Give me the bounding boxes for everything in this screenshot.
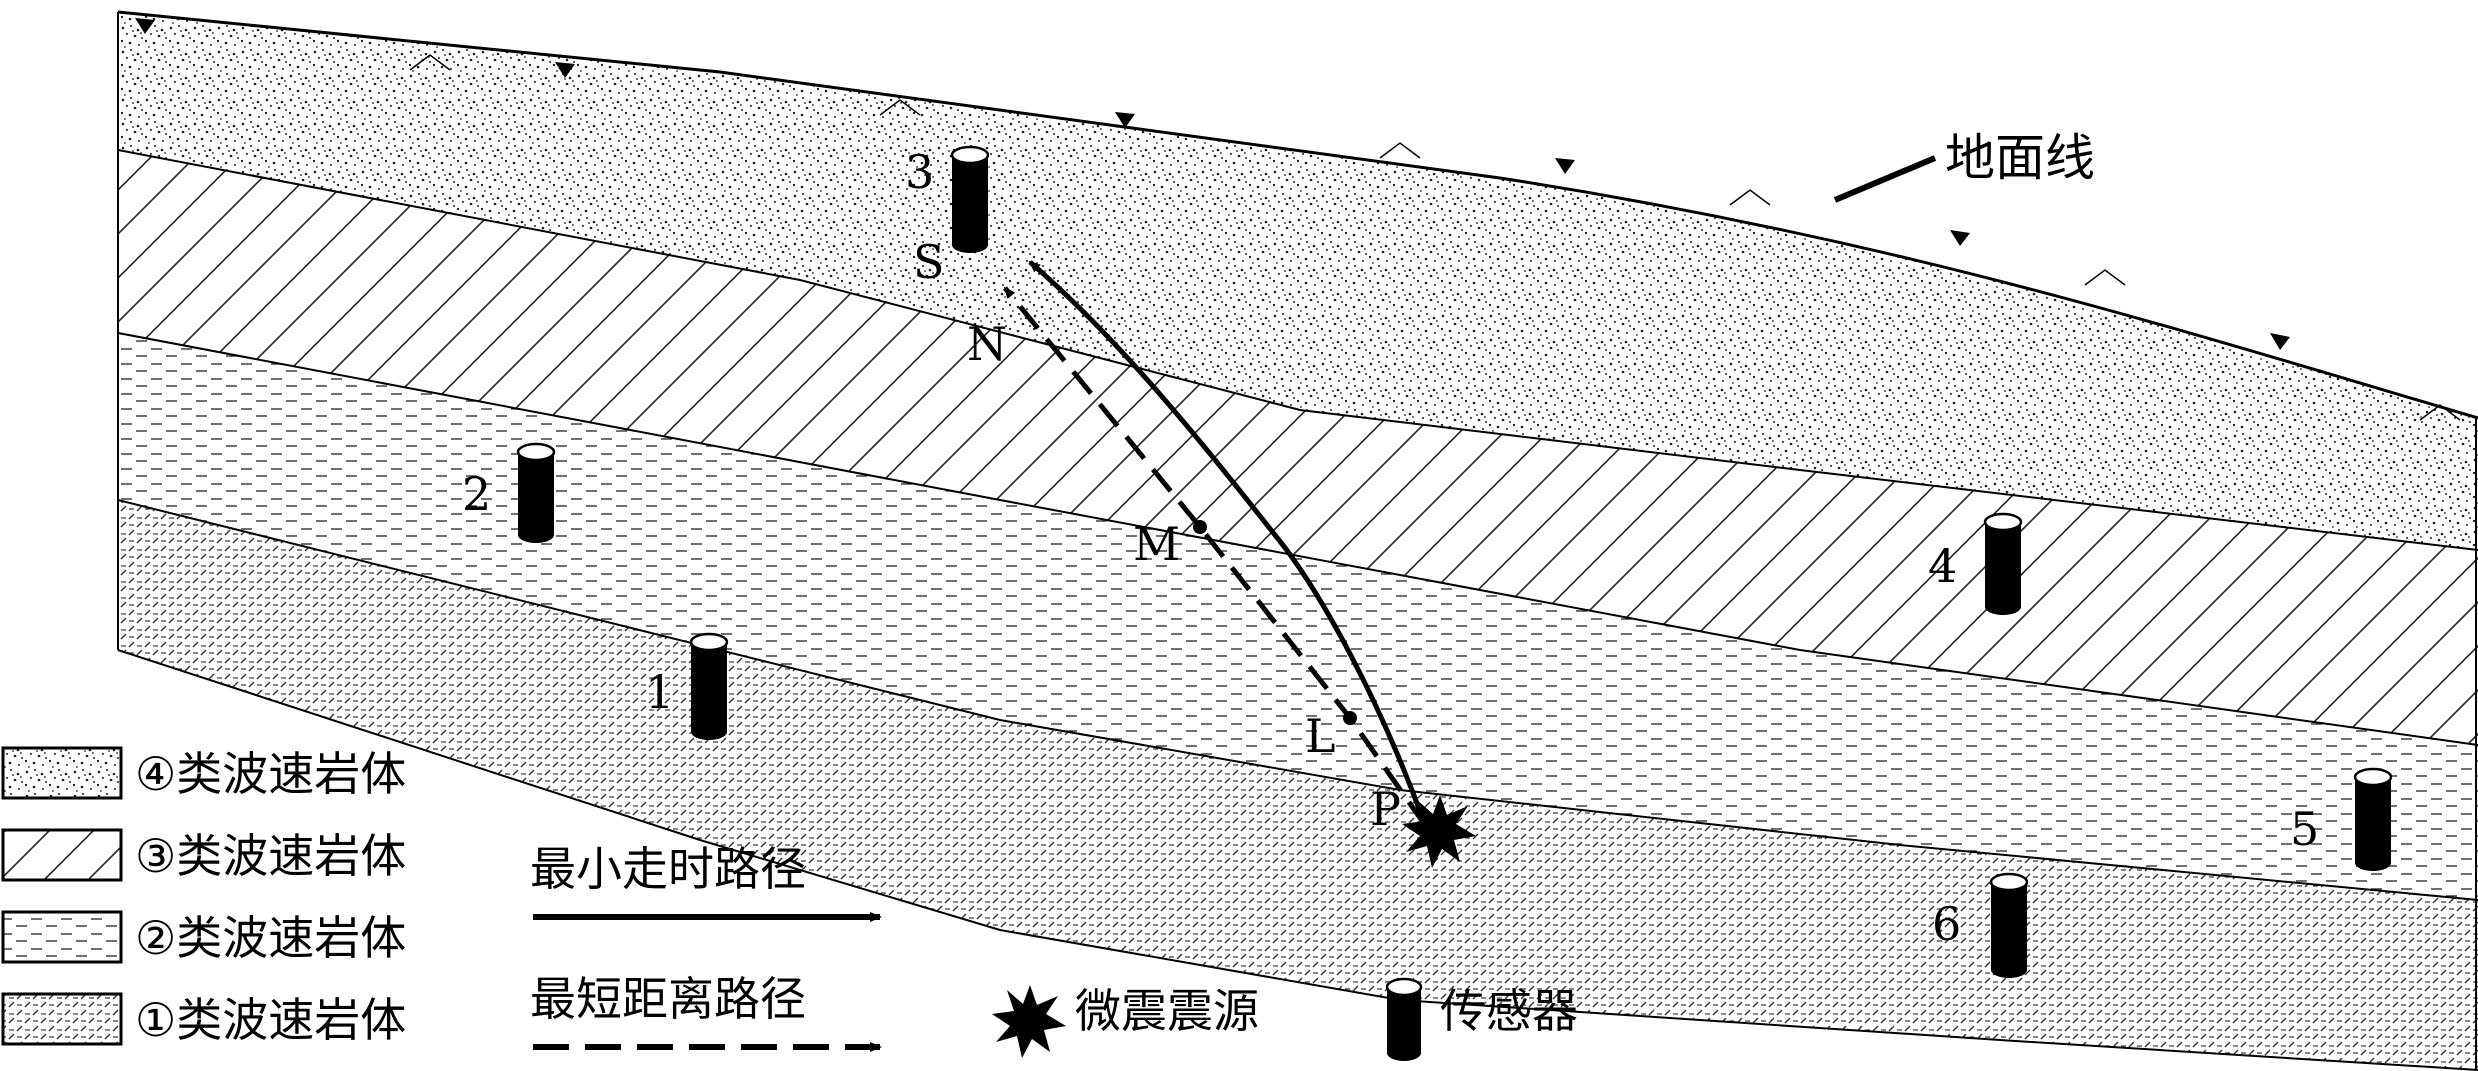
surface-mark [555,62,575,78]
surface-mark [2270,333,2290,350]
layer-3-rock [118,150,2478,745]
sensor-icon-top [950,145,990,165]
sensor-5: 5 [2290,767,2393,871]
sensor-2: 2 [462,442,556,543]
surface-mark [1115,112,1135,128]
legend-layer2-swatch [1,910,123,964]
legend-sensor-icon-top [1385,977,1423,997]
sensor-icon-bottom [691,724,727,740]
microseismic-source-icon [1402,795,1476,868]
legend-min-time-path-label: 最小走时路径 [530,842,806,896]
sensor-3: 3 [905,145,990,253]
sensor-icon-bottom [1991,962,2027,978]
sensor-1: 1 [645,632,729,740]
section-bottom-edge [117,649,2478,1071]
point-m-marker [1193,520,1207,534]
legend-source-icon [992,985,1066,1058]
sensor-icon-bottom [518,527,554,543]
grass-mark [879,99,921,116]
legend-layer2-label: ②类波速岩体 [135,911,406,965]
ground-line-leader [1833,155,1937,203]
sensor-icon-bottom [952,237,988,253]
ray-paths [1003,260,1428,827]
sensor-label: 1 [645,665,674,719]
point-m-label: M [1133,517,1180,571]
min-time-path [1028,260,1428,826]
sensor-icon-top [2353,767,2393,787]
legend-sensor-icon-bottom [1387,1045,1421,1061]
legend-layer4-swatch [1,746,123,800]
layer-2-rock [118,333,2478,900]
rock-layers [117,10,2478,1071]
sensor-icon [1985,520,2021,607]
shortest-distance-path [1003,286,1428,827]
legend-sensor-icon [1387,985,1421,1053]
legend-source-label: 微震震源 [1075,984,1259,1038]
legend: ④类波速岩体 ③类波速岩体 ②类波速岩体 ①类波速岩体 最小走时路径 最短距离路… [1,746,1578,1061]
sensor-icon-top [516,442,556,462]
legend-shortest-path-label: 最短距离路径 [530,972,806,1026]
sensor-icon-bottom [1985,599,2021,615]
grass-mark [409,54,451,71]
sensor-icon [1991,880,2027,970]
sensor-6: 6 [1932,872,2029,978]
layer-4-rock [118,12,2478,550]
sensor-label: 3 [905,145,934,199]
sensor-label: 4 [1928,539,1957,593]
grass-mark [1379,142,1421,159]
sensor-icon [2355,775,2391,863]
point-l-marker [1343,711,1357,725]
sensor-icon-bottom [2355,855,2391,871]
legend-layer3-swatch [1,828,123,882]
ground-line-label: 地面线 [1945,129,2095,187]
surface-mark [1950,230,1970,246]
legend-layer1-label: ①类波速岩体 [135,993,406,1047]
grass-mark [2084,269,2126,286]
surface-mark [1555,158,1575,174]
sensor-label: 2 [462,467,491,521]
boundary-3-2 [117,332,2478,746]
sensor-icon [518,450,554,535]
grass-mark [1729,189,1771,206]
boundary-4-3 [117,149,2478,551]
point-n-label: N [967,317,1007,371]
grass-mark [2419,404,2461,421]
sensor-icon [691,640,727,732]
sensor-label: 6 [1932,897,1961,951]
sensor-label: 5 [2290,802,2319,856]
legend-layer3-label: ③类波速岩体 [135,829,406,883]
legend-layer4-label: ④类波速岩体 [135,747,406,801]
sensor-icon [952,153,988,245]
sensor-4: 4 [1928,512,2023,615]
sensor-icon-top [1989,872,2029,892]
legend-sensor-label: 传感器 [1440,984,1578,1038]
layer-1-rock [118,500,2478,1070]
point-l-label: L [1305,709,1336,763]
surface-mark [135,18,155,34]
point-s-label: S [913,235,945,289]
legend-layer1-swatch [1,992,123,1046]
sensor-icon-top [1983,512,2023,532]
sensor-icon-top [689,632,729,652]
surface-marks [135,18,2461,421]
ground-surface-line [117,10,2478,420]
point-p-label: P [1370,782,1401,836]
